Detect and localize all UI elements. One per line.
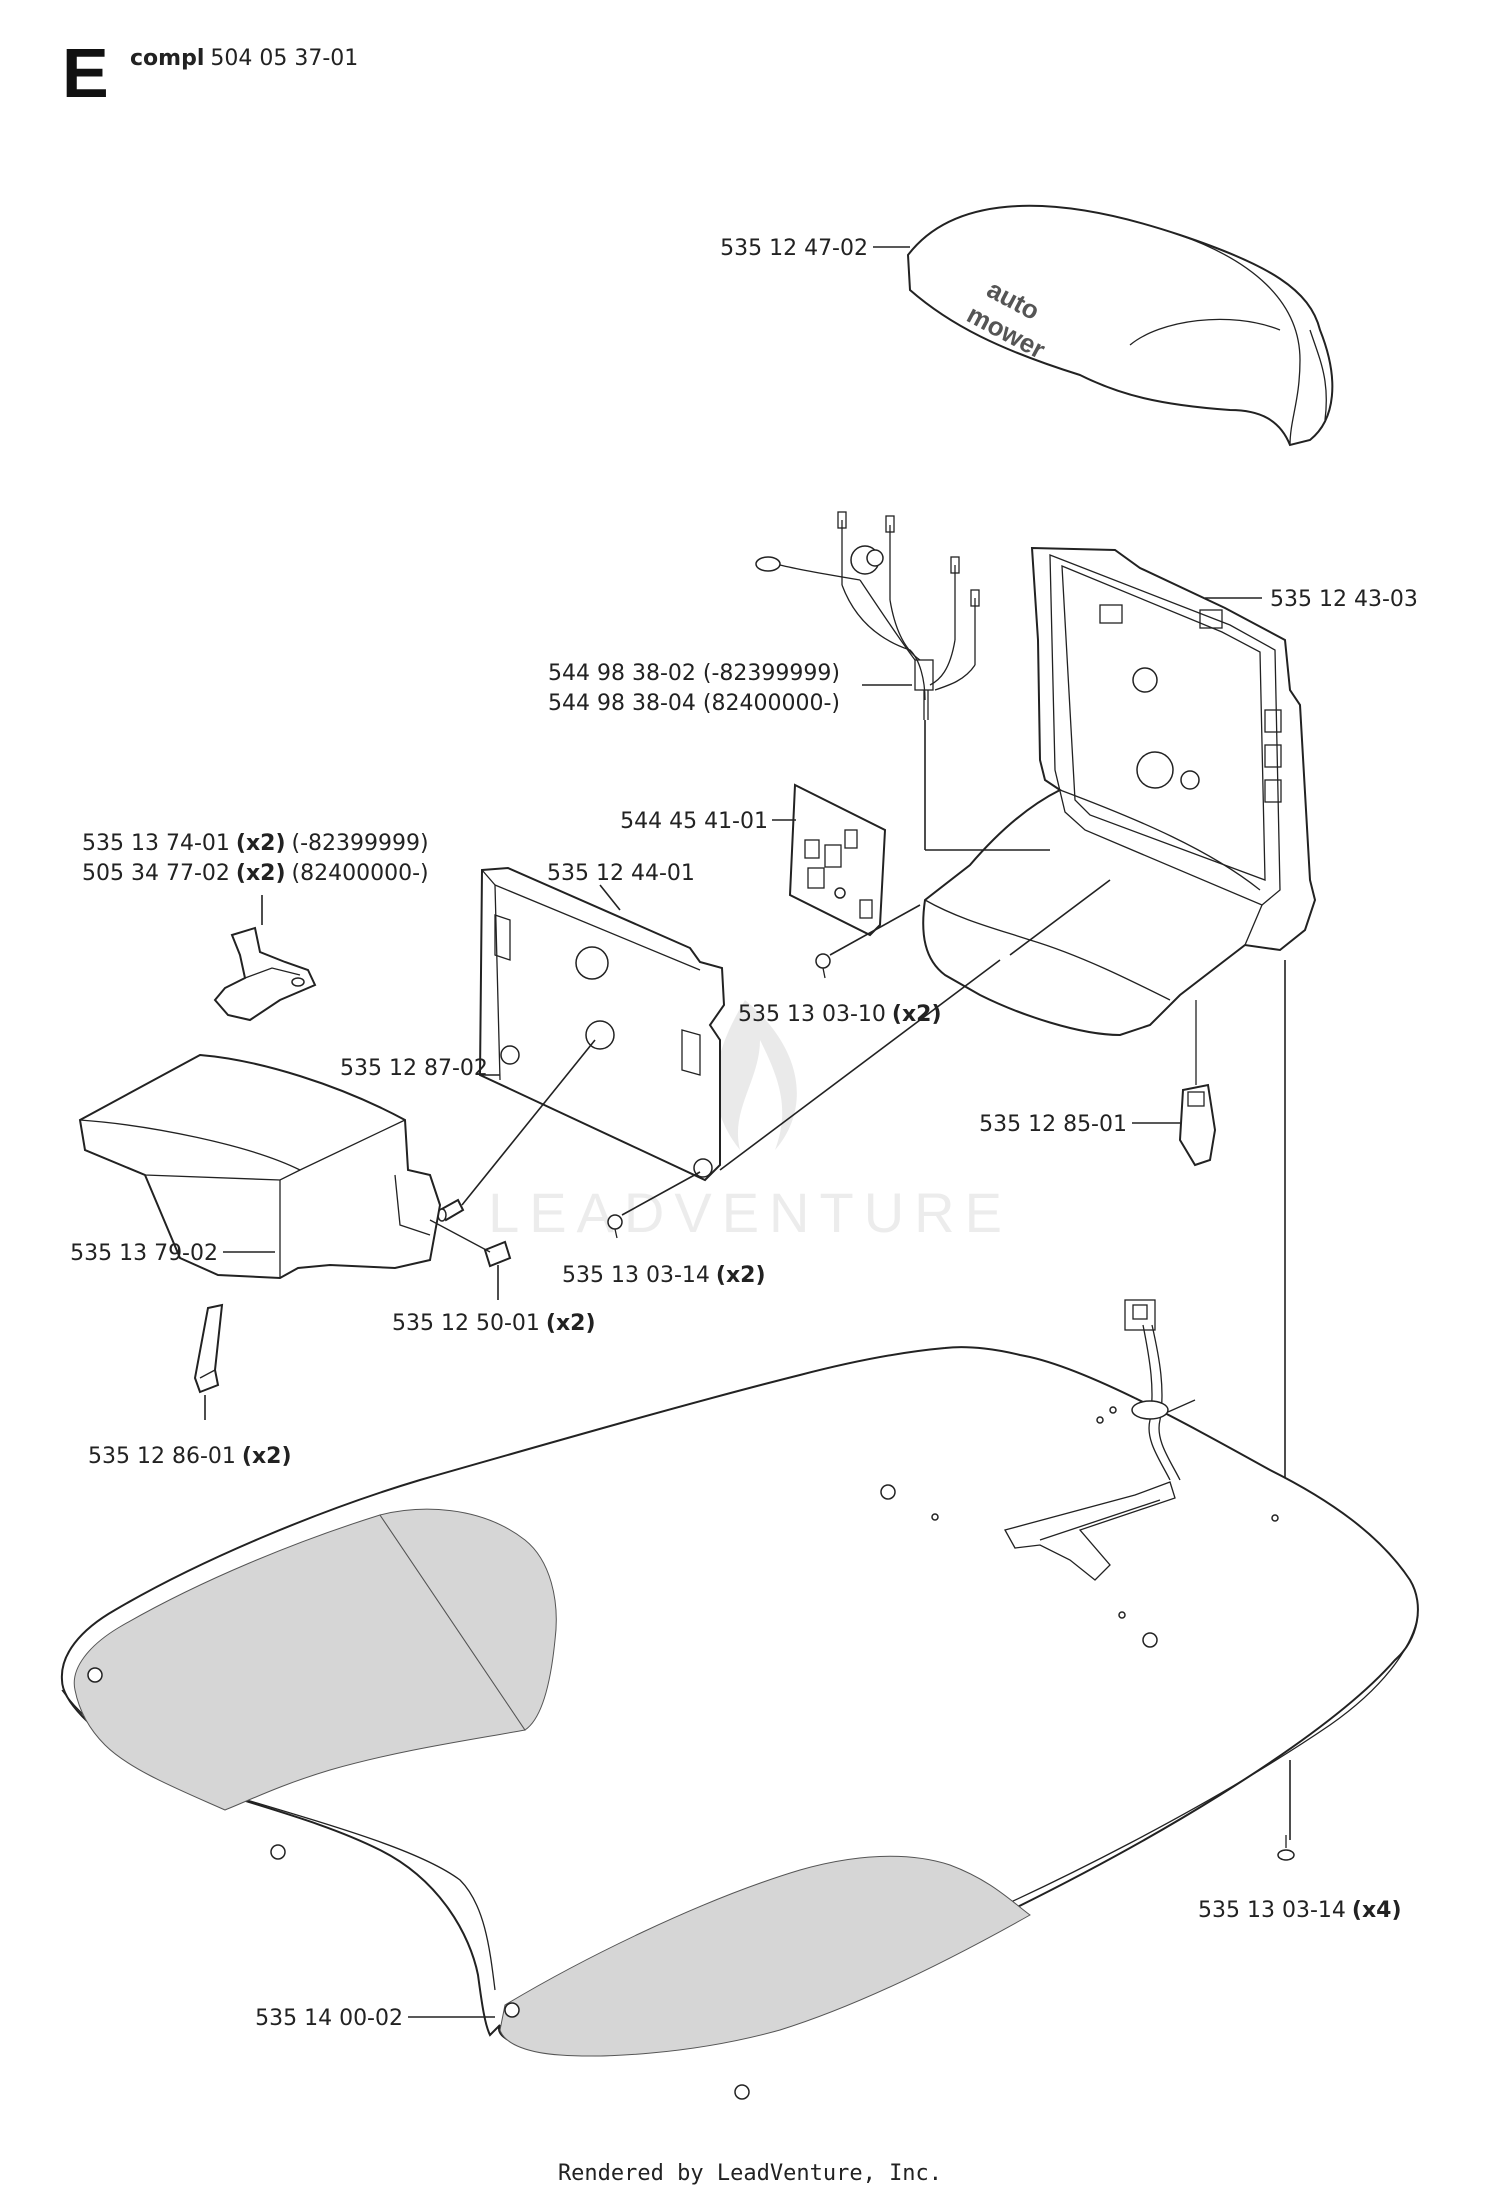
label-pin: 535 12 87-02 [340, 1056, 488, 1081]
label-plate-screw: 535 13 03-14(x2) [562, 1263, 766, 1288]
label-pcb-screw: 535 13 03-10(x2) [738, 1002, 942, 1027]
lid-part [78, 1053, 512, 1280]
plate-screw-part [607, 1214, 623, 1239]
label-spring-pin: 535 12 50-01(x2) [392, 1311, 596, 1336]
label-lid: 535 13 79-02 [70, 1241, 218, 1266]
label-clip: 535 12 86-01(x2) [88, 1444, 292, 1469]
label-housing: 535 12 43-03 [1270, 587, 1418, 612]
pin-part [437, 1198, 465, 1222]
label-pcb-screw-number: 535 13 03-10 [738, 1002, 886, 1027]
label-harness-1: 544 98 38-02 (-82399999) [548, 661, 840, 686]
label-bracket-1-range: (-82399999) [292, 831, 429, 856]
label-base-plate: 535 14 00-02 [255, 2006, 403, 2031]
label-clip-qty: (x2) [242, 1444, 292, 1469]
pcb-part [788, 783, 887, 937]
label-bracket-2-qty: (x2) [236, 861, 286, 886]
label-base-screw-number: 535 13 03-14 [1198, 1898, 1346, 1923]
label-bracket-1-number: 535 13 74-01 [82, 831, 230, 856]
pcb-screw-part [815, 953, 831, 979]
bracket-part [213, 926, 317, 1022]
label-spring-pin-number: 535 12 50-01 [392, 1311, 540, 1336]
base-screw-part [1277, 1835, 1295, 1861]
label-plate: 535 12 44-01 [547, 861, 695, 886]
wire-harness-part [755, 511, 980, 720]
housing-part [922, 546, 1317, 1037]
label-top-cover: 535 12 47-02 [720, 236, 868, 261]
connector-part [1178, 1000, 1217, 1167]
label-bracket-2: 505 34 77-02(x2)(82400000-) [82, 861, 429, 886]
section-letter: E [62, 34, 109, 112]
clip-part [193, 1303, 224, 1394]
label-base-screw: 535 13 03-14(x4) [1198, 1898, 1402, 1923]
label-harness-2: 544 98 38-04 (82400000-) [548, 691, 840, 716]
footer-credit: Rendered by LeadVenture, Inc. [558, 2161, 942, 2186]
label-clip-number: 535 12 86-01 [88, 1444, 236, 1469]
label-spring-pin-qty: (x2) [546, 1311, 596, 1336]
label-bracket-2-range: (82400000-) [292, 861, 429, 886]
watermark: LEADVENTURE [488, 1000, 1012, 1244]
mounting-plate-part [478, 866, 726, 1182]
header-prefix: compl [130, 46, 204, 71]
label-plate-screw-number: 535 13 03-14 [562, 1263, 710, 1288]
label-plate-screw-qty: (x2) [716, 1263, 766, 1288]
top-cover-part: auto mower [906, 204, 1334, 447]
base-plate-part [60, 1299, 1419, 2100]
watermark-text: LEADVENTURE [488, 1181, 1012, 1244]
label-base-screw-qty: (x4) [1352, 1898, 1402, 1923]
label-bracket-1: 535 13 74-01(x2)(-82399999) [82, 831, 429, 856]
label-bracket-1-qty: (x2) [236, 831, 286, 856]
label-bracket-2-number: 505 34 77-02 [82, 861, 230, 886]
label-pcb: 544 45 41-01 [620, 809, 768, 834]
header-assembly-number: 504 05 37-01 [210, 46, 358, 71]
label-connector: 535 12 85-01 [979, 1112, 1127, 1137]
